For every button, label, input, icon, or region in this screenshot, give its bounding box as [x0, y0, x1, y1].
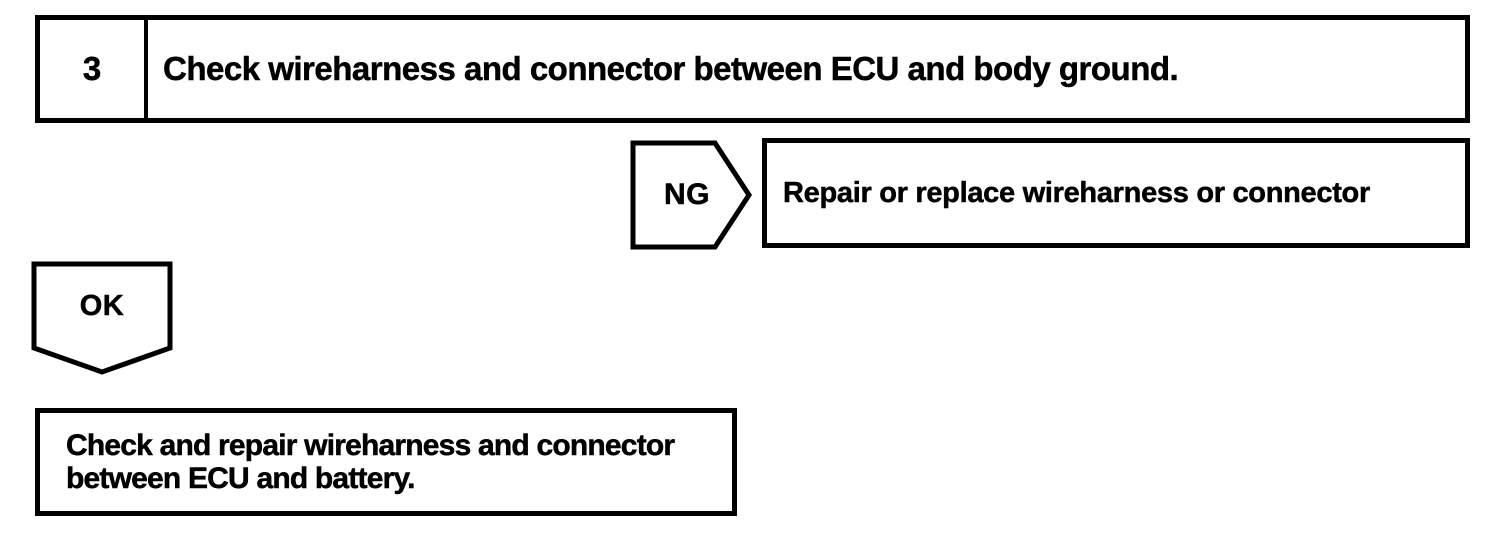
ng-connector: NG	[630, 140, 752, 250]
step-number: 3	[40, 20, 148, 118]
ok-action-line-1: Check and repair wireharness and connect…	[66, 429, 676, 463]
ng-label: NG	[664, 178, 710, 212]
step-instruction: Check wireharness and connector between …	[163, 50, 1179, 88]
ok-action-box: Check and repair wireharness and connect…	[35, 408, 737, 516]
ng-action-box: Repair or replace wireharness or connect…	[762, 138, 1470, 248]
ok-label: OK	[79, 289, 125, 322]
ng-action-text: Repair or replace wireharness or connect…	[783, 176, 1371, 209]
ok-connector: OK	[31, 261, 173, 375]
ok-action-line-2: between ECU and battery.	[66, 462, 416, 496]
step-box: 3 Check wireharness and connector betwee…	[35, 15, 1470, 123]
